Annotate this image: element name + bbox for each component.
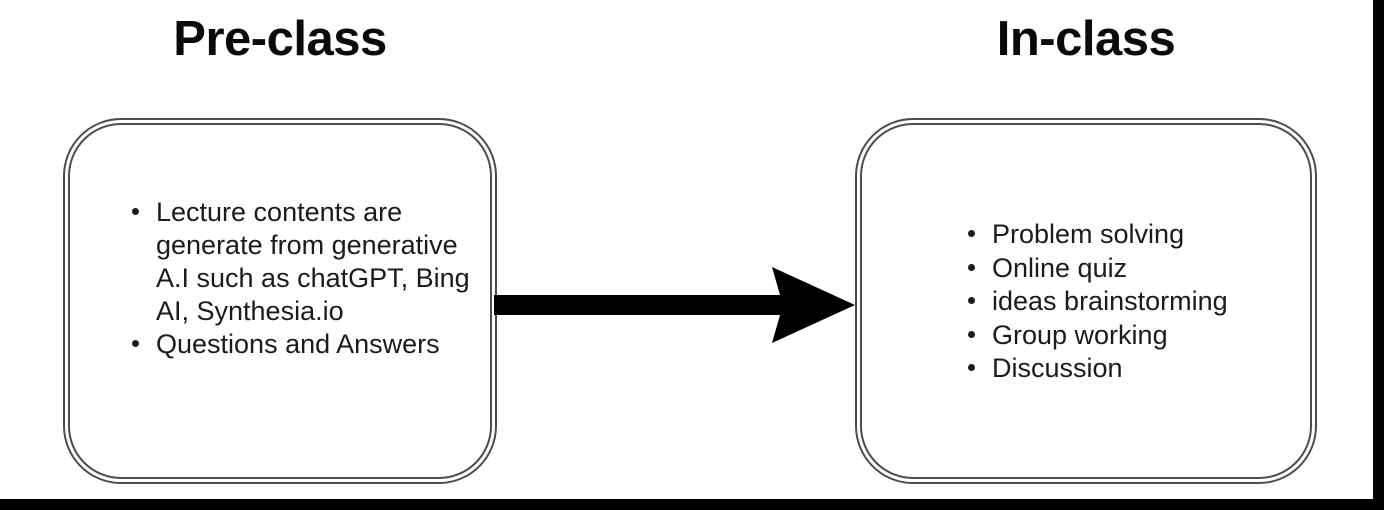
list-item: Problem solving <box>965 218 1305 252</box>
arrow-right-icon <box>494 267 855 343</box>
in-class-bullet-list: Problem solving Online quiz ideas brains… <box>965 218 1305 386</box>
list-item: Lecture contents are generate from gener… <box>129 196 479 328</box>
list-item: Group working <box>965 319 1305 353</box>
pre-class-bullet-list: Lecture contents are generate from gener… <box>129 196 479 361</box>
column-heading-pre-class: Pre-class <box>173 12 387 66</box>
frame-bar-bottom <box>0 499 1384 510</box>
frame-bar-right <box>1373 0 1384 510</box>
column-heading-in-class: In-class <box>996 12 1176 66</box>
arrow-shape <box>494 267 855 343</box>
list-item: ideas brainstorming <box>965 285 1305 319</box>
list-item: Online quiz <box>965 252 1305 286</box>
in-class-box <box>855 118 1317 484</box>
list-item: Discussion <box>965 352 1305 386</box>
list-item: Questions and Answers <box>129 328 479 361</box>
